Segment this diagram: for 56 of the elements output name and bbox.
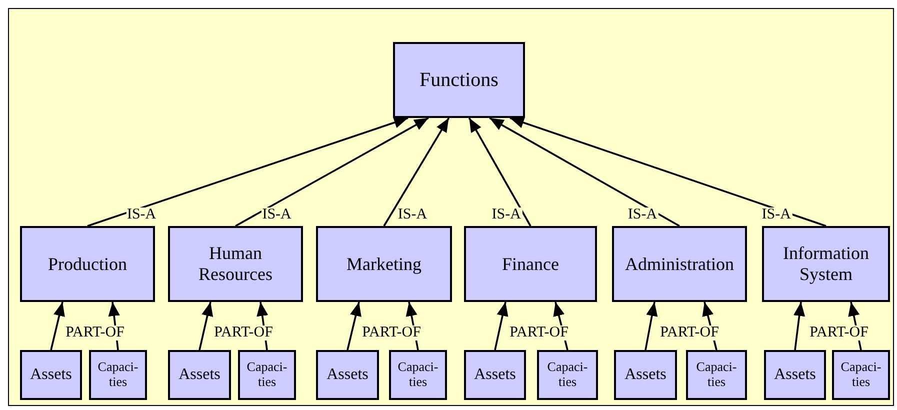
node-label: Assets xyxy=(774,366,816,384)
arrow xyxy=(510,117,826,227)
edge-label: PART-OF xyxy=(213,326,274,340)
process-box xyxy=(614,350,677,400)
process-box xyxy=(20,350,82,400)
node-label: Capaci- ties xyxy=(96,360,140,390)
arrow xyxy=(494,302,508,350)
arrow xyxy=(489,117,680,227)
process-box xyxy=(168,226,303,302)
node-label: Administration xyxy=(625,254,734,274)
arrow xyxy=(198,302,214,350)
process-box xyxy=(464,226,597,302)
edge-label: PART-OF xyxy=(659,326,720,340)
arrow xyxy=(793,302,806,350)
process-box xyxy=(389,350,447,400)
node-label: Assets xyxy=(624,366,666,384)
node-label: Capaci- ties xyxy=(396,360,440,390)
edge-label: PART-OF xyxy=(508,326,570,340)
node-label: Assets xyxy=(474,366,516,384)
edge-label: PART-OF xyxy=(361,326,422,340)
node-label: Marketing xyxy=(346,254,422,274)
process-box xyxy=(832,350,890,400)
node-label: Functions xyxy=(420,68,498,92)
process-box xyxy=(238,350,296,400)
process-box xyxy=(612,226,747,302)
node-label: Assets xyxy=(30,366,72,384)
arrow xyxy=(644,302,658,350)
process-box xyxy=(464,350,526,400)
node-label: Information System xyxy=(782,243,870,285)
node-label: Assets xyxy=(326,366,368,384)
node-label: Production xyxy=(48,254,127,274)
process-box xyxy=(316,350,379,400)
process-box xyxy=(20,226,155,302)
node-label: Capaci- ties xyxy=(246,360,288,390)
process-box xyxy=(168,350,231,400)
process-box xyxy=(764,350,826,400)
process-box xyxy=(316,226,452,302)
process-box xyxy=(89,350,147,400)
arrow xyxy=(235,117,429,227)
arrow xyxy=(383,118,450,226)
node-label: Capaci- ties xyxy=(840,360,882,390)
edge-label: PART-OF xyxy=(64,326,126,340)
node-label: Capaci- ties xyxy=(695,360,738,390)
process-box xyxy=(762,226,890,302)
arrow xyxy=(468,118,532,226)
node-label: Human Resources xyxy=(198,243,274,285)
node-label: Capaci- ties xyxy=(546,360,589,390)
process-box xyxy=(537,350,598,400)
arrow xyxy=(50,302,65,350)
edge-label: PART-OF xyxy=(808,326,870,340)
node-label: Finance xyxy=(502,254,559,274)
arrow xyxy=(346,302,362,350)
process-box xyxy=(686,350,747,400)
process-box xyxy=(393,42,525,118)
arrow xyxy=(87,116,408,227)
node-label: Assets xyxy=(178,366,220,384)
